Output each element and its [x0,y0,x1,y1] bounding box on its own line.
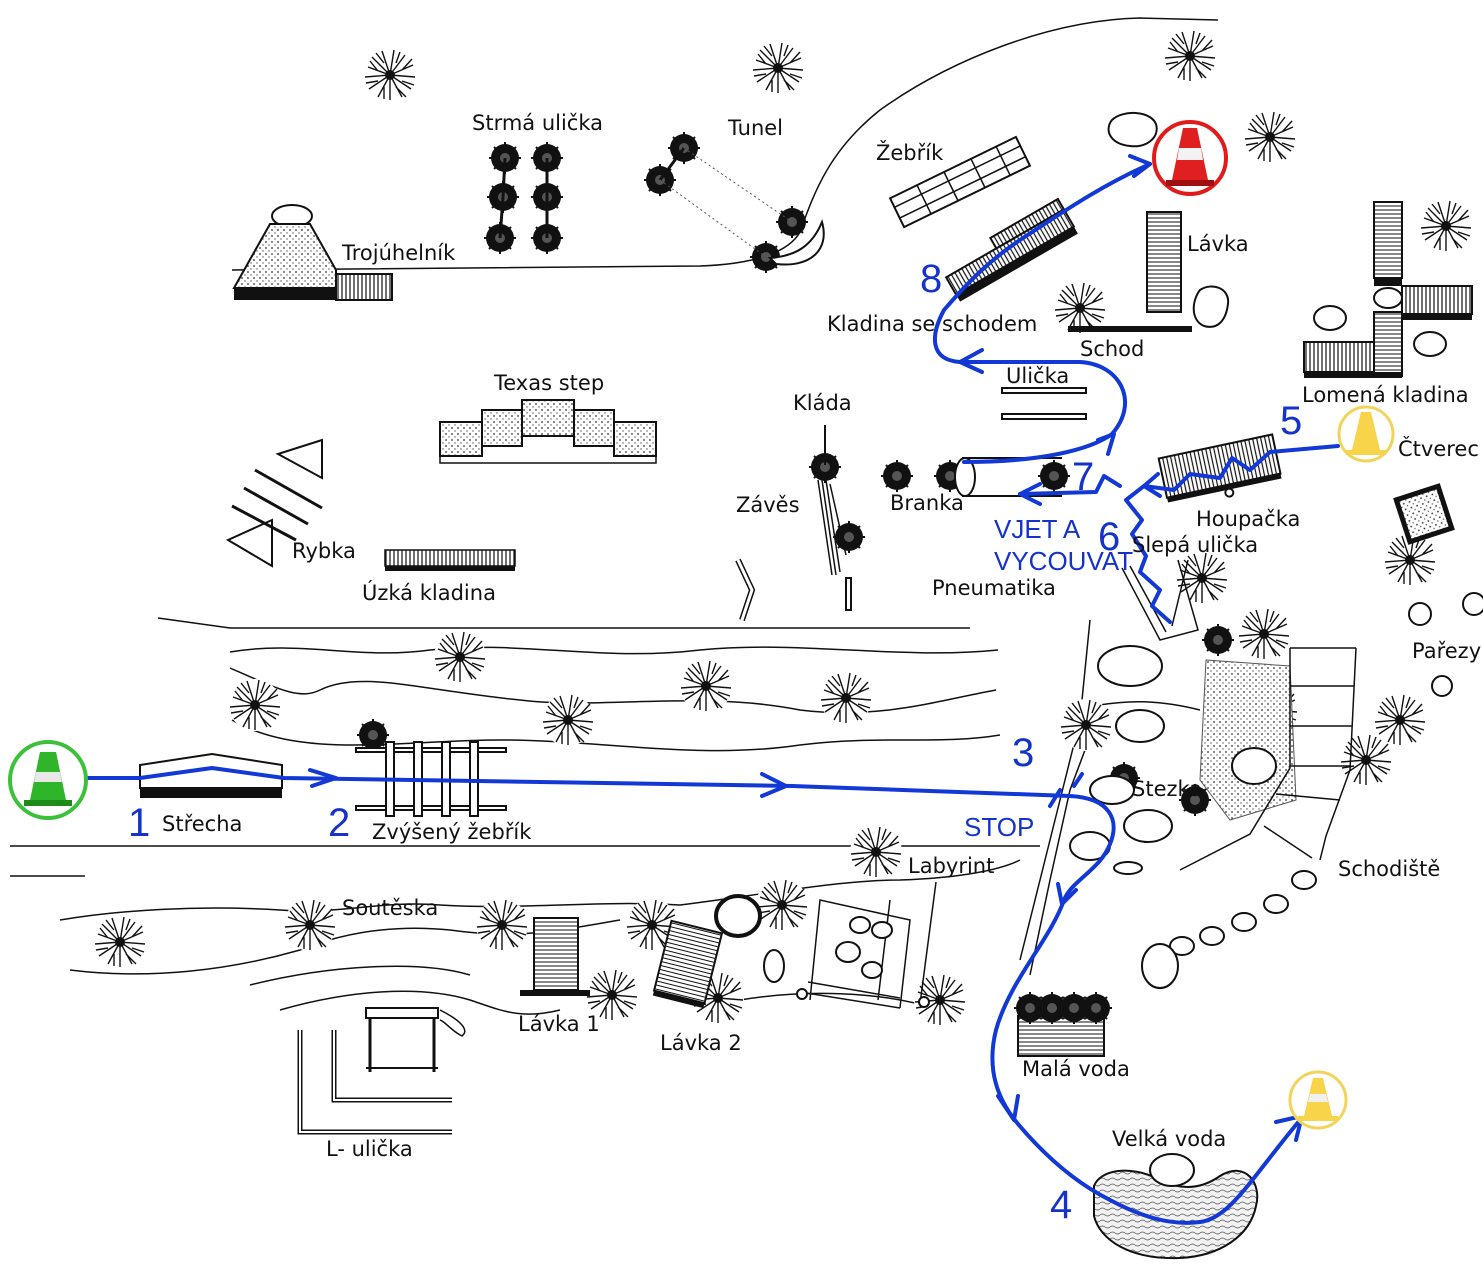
step-number-2: 2 [328,801,350,845]
step-number-6: 6 [1098,515,1120,559]
step-number-3: 3 [1012,731,1034,775]
label-texas-step: Texas step [493,371,604,395]
label-mala-voda: Malá voda [1022,1057,1130,1081]
label-lomena-kladina: Lomená kladina [1302,383,1469,407]
obstacle-lavka [1107,112,1230,328]
label-parezy: Pařezy [1412,639,1481,663]
obstacle-houpacka [1157,433,1282,503]
obstacle-schodiste [1141,647,1357,989]
step-number-4: 4 [1050,1183,1072,1227]
label-schodiste: Schodiště [1338,857,1440,881]
obstacle-parezy [1408,592,1483,697]
label-trojuhelnik: Trojúhelník [341,241,456,265]
label-velka-voda: Velká voda [1112,1127,1226,1151]
obstacle-boulder [714,894,762,938]
obstacle-labyrint [763,881,937,1009]
route-notes: STOP VJET A VYCOUVAT [964,514,1133,842]
route-step-numbers: 1 2 3 4 5 6 7 8 [128,257,1302,1227]
label-stezka: Stezka [1132,777,1202,801]
obstacle-rybka [225,438,323,568]
note-stop: STOP [964,812,1034,842]
route-path [84,154,1340,1225]
label-ulicka: Ulička [1006,364,1069,388]
label-lavka: Lávka [1187,232,1249,256]
obstacle-strma-ulicka [498,157,549,239]
obstacle-texas-step [439,399,657,464]
obstacle-labels: Strmá ulička Tunel Žebřík Trojúhelník Lá… [162,111,1481,1161]
label-lavka-2: Lávka 2 [660,1031,742,1055]
obstacle-lavka-1 [520,917,590,996]
finish-cone-icon [1152,120,1228,196]
label-zaves: Závěs [736,493,800,517]
step-number-7: 7 [1072,455,1094,499]
label-rybka: Rybka [292,539,356,563]
obstacle-strecha [139,752,283,798]
obstacle-lomena-kladina [1303,201,1473,378]
step-number-5: 5 [1280,399,1302,443]
label-schod: Schod [1080,337,1144,361]
obstacle-uzka-kladina [384,549,516,571]
label-houpacka: Houpačka [1196,507,1300,531]
obstacle-velka-voda [1093,1153,1259,1260]
label-branka: Branka [890,491,964,515]
label-klada: Kláda [793,391,852,415]
obstacle-ulicka [1001,387,1087,420]
label-slepa-ulicka: Slepá ulička [1132,533,1258,557]
obstacle-ctverec-box [1393,483,1455,545]
obstacle-lavka-2 [652,919,724,1009]
note-vjet-line2: VYCOUVAT [994,546,1133,576]
label-uzka-kladina: Úzká kladina [362,580,496,605]
label-zebrik: Žebřík [876,140,944,165]
label-souteska: Soutěska [342,896,438,920]
obstacle-stezka [1069,645,1297,875]
label-lavka-1: Lávka 1 [518,1012,600,1036]
obstacle-trojuhelnik [232,204,393,301]
label-labyrint: Labyrint [908,854,994,878]
label-strma-ulicka: Strmá ulička [472,111,603,135]
label-tunel: Tunel [727,116,783,140]
label-kladina-se-schodem: Kladina se schodem [827,312,1037,336]
step-number-8: 8 [920,257,942,301]
label-strecha: Střecha [162,812,242,836]
obstacle-tunel [658,147,825,266]
label-ctverec: Čtverec [1398,436,1479,461]
waypoint-cone-velka-voda-icon [1288,1070,1348,1130]
label-l-ulicka: L- ulička [326,1137,413,1161]
note-vjet-line1: VJET A [994,514,1081,544]
obstacle-mala-voda [1013,991,1113,1057]
obstacle-zebrik [888,135,1032,229]
start-cone-icon [8,740,88,820]
waypoint-cone-ctverec-icon [1337,405,1395,463]
obstacle-klada-zaves [735,425,852,621]
obstacle-l-ulicka [297,1007,466,1135]
label-zvyseny-zebrik: Zvýšený žebřík [372,820,532,844]
obstacle-slepa-ulicka [1121,559,1199,641]
label-pneumatika: Pneumatika [932,576,1056,600]
step-number-1: 1 [128,801,150,845]
obstacle-schod [1068,326,1192,332]
